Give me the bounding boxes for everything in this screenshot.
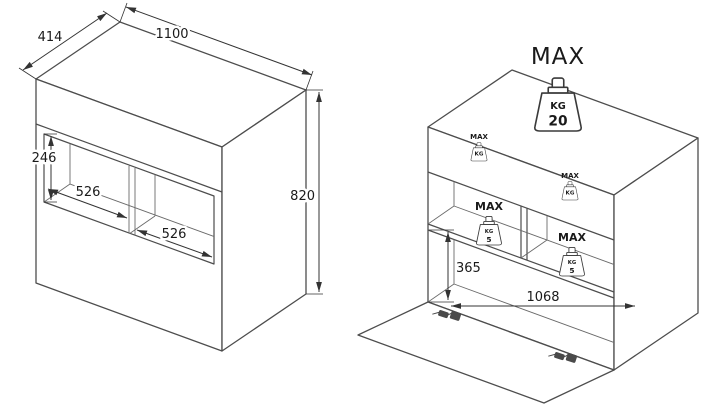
max-label-right-compartment: MAX <box>558 231 586 244</box>
dim-opening-height: 246 <box>29 133 59 203</box>
weight-right-compartment-value: 5 <box>569 266 574 275</box>
max-label-upper-right: MAX <box>561 172 579 180</box>
weight-icon-upper-left: KG <box>470 142 488 162</box>
weight-icon-top: KG 20 <box>534 77 582 132</box>
weight-icon-upper-right: KG <box>561 181 579 201</box>
left-cabinet-view: 414 1100 246 526 526 820 <box>18 2 323 352</box>
dim-opening-height-label: 246 <box>32 151 57 166</box>
weight-left-compartment-unit: KG <box>485 229 493 235</box>
weight-icon-left-compartment: KG 5 <box>476 216 502 246</box>
dim-right-compartment-label: 526 <box>162 227 187 242</box>
weight-upper-right-unit: KG <box>566 190 575 196</box>
open-flap-door <box>357 301 615 404</box>
dim-right-compartment: 526 <box>136 225 213 258</box>
bottom-back-wall <box>428 230 614 370</box>
weight-icon-right-compartment: KG 5 <box>559 247 585 277</box>
dim-flap-height-label: 365 <box>456 261 481 276</box>
dim-total-height: 820 <box>288 89 323 295</box>
dim-flap-height: 365 <box>429 229 483 303</box>
weight-top-unit: KG <box>550 101 566 112</box>
right-cabinet-view: 365 1068 MAX KG 20 MAX KG MAX <box>357 44 699 404</box>
dim-total-height-label: 820 <box>290 189 315 204</box>
dim-flap-width: 1068 <box>451 288 635 309</box>
hinge-icon-left <box>432 310 462 321</box>
dim-depth-label: 414 <box>38 30 63 45</box>
cabinet2-right-face <box>613 137 699 371</box>
weight-upper-left-unit: KG <box>475 151 484 157</box>
dim-depth: 414 <box>18 10 121 80</box>
dim-left-compartment: 526 <box>47 183 128 219</box>
dim-width: 1100 <box>119 2 314 91</box>
cabinet2-divider <box>520 206 528 260</box>
weight-left-compartment-value: 5 <box>486 235 491 244</box>
cabinet2-bottom-interior <box>428 230 614 370</box>
drawer-band-line <box>35 123 223 193</box>
dim-left-compartment-label: 526 <box>76 185 101 200</box>
max-label-upper-left: MAX <box>470 133 488 141</box>
max-label-left-compartment: MAX <box>475 200 503 213</box>
dim-width-label: 1100 <box>155 27 188 42</box>
max-label-top: MAX <box>531 44 585 70</box>
hinge-icon-right <box>548 352 578 363</box>
weight-right-compartment-unit: KG <box>568 260 576 266</box>
weight-top-value: 20 <box>548 113 567 129</box>
dim-flap-width-label: 1068 <box>526 290 559 305</box>
